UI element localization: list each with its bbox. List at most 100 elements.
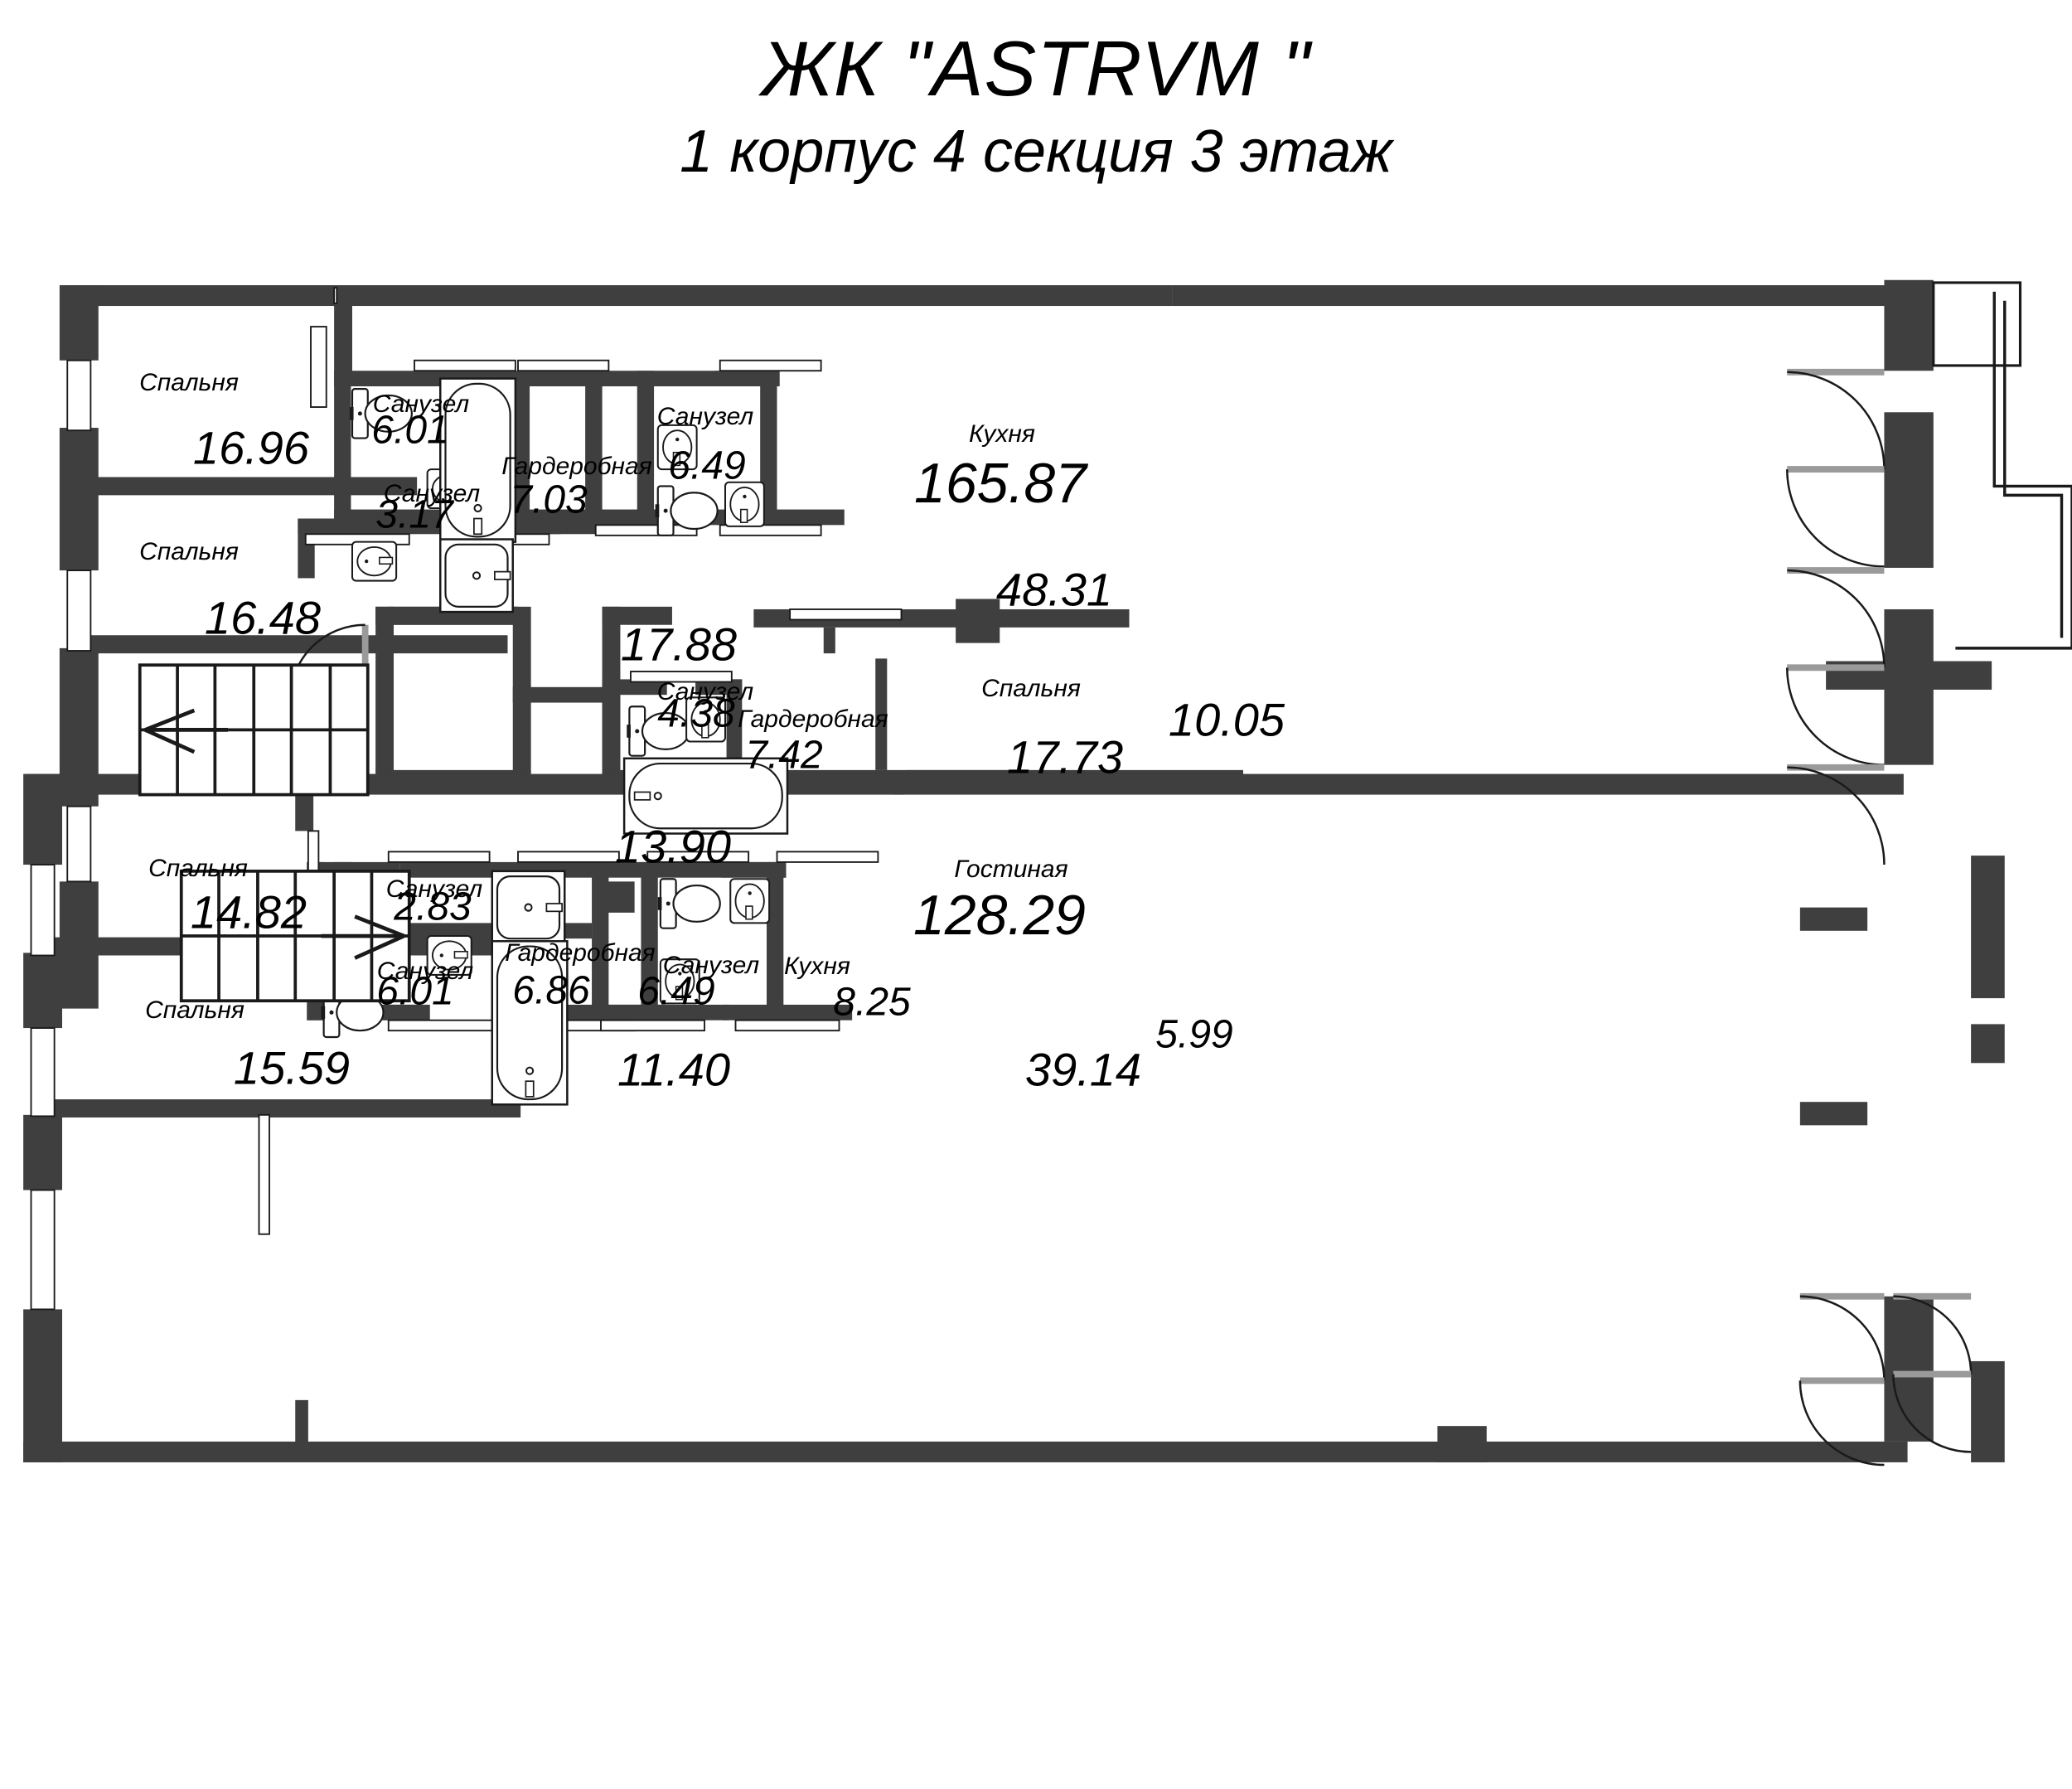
door-leaf-12: [600, 1019, 705, 1032]
wall-lower-bath-bot2: [722, 1004, 853, 1021]
wall-main-divider-2: [295, 773, 904, 795]
wall-bedroom-divider-2: [77, 635, 508, 654]
sink-icon: [659, 958, 700, 1005]
wall-exterior-left-g: [23, 1114, 62, 1190]
wall-stub-top: [334, 293, 352, 374]
wall-exterior-bottom-step: [1437, 1426, 1487, 1462]
stairs-group: [138, 663, 411, 1003]
door-leaf-2: [517, 359, 610, 372]
door-leaf-20: [789, 608, 903, 621]
toilet-icon: [626, 705, 690, 757]
door-leaf-15: [517, 851, 620, 863]
wall-col-bottom-right: [1971, 1360, 2005, 1462]
door-right-7: [1798, 1377, 1885, 1467]
door-leaf-16: [646, 851, 750, 863]
bathtub-icon: [491, 940, 569, 1106]
wall-col-right-d: [1884, 1296, 1934, 1442]
door-leaf-3: [719, 359, 822, 372]
wall-bath349-v1: [637, 371, 655, 526]
wall-bath438-header2: [695, 679, 743, 696]
door-right-5: [1787, 764, 1886, 865]
page-title: ЖК "ASTRVM ": [761, 25, 1311, 112]
wall-exterior-left-h: [23, 1309, 62, 1462]
wall-bedroom-divider-1: [77, 477, 418, 496]
wall-bath3-left: [585, 371, 603, 526]
wall-core-connector: [512, 686, 612, 703]
windows-group: [30, 281, 2072, 1311]
wall-bath1-left: [334, 371, 351, 526]
sink-icon: [685, 696, 727, 743]
wall-bath438-header: [620, 679, 667, 696]
wall-bath349-top2: [714, 371, 780, 387]
door-right-1: [1787, 368, 1886, 470]
door-leaf-8: [310, 326, 327, 408]
bathtub-icon: [622, 757, 789, 835]
wall-bath6-bot2: [383, 1004, 430, 1021]
sink-icon: [656, 424, 698, 471]
window-top-1: [333, 287, 338, 304]
balcony-outline-upper: [1932, 281, 2022, 367]
stairs-icon-upper: [138, 663, 370, 797]
wall-exterior-bottom: [23, 1441, 1461, 1462]
shower-icon: [438, 538, 515, 613]
sink-icon: [729, 878, 771, 924]
sink-icon: [724, 481, 765, 527]
wall-island-block: [956, 599, 1000, 643]
wall-main-divider-3: [893, 773, 1904, 795]
door-leaf-1: [414, 359, 516, 372]
toilet-icon: [654, 485, 719, 536]
door-leaf-19: [258, 1113, 270, 1235]
door-leaf-10: [387, 1019, 493, 1032]
dimension-ticks: [295, 1399, 308, 1445]
wall-island-stub: [823, 627, 835, 654]
window-left-5: [30, 1027, 56, 1118]
wall-exterior-left-f: [23, 953, 62, 1029]
door-leaf-17: [776, 851, 879, 863]
wall-mid-corridor-top2: [602, 606, 672, 625]
wall-lower-bath-v2: [767, 861, 784, 1021]
wall-core-left: [375, 606, 394, 773]
wall-bath438-right: [726, 679, 743, 776]
wall-exterior-left-e: [23, 773, 62, 865]
balcony-outline-right-b: [2003, 300, 2064, 638]
wall-col-right-b: [1884, 412, 1934, 568]
wall-col-right-e: [1799, 907, 1868, 931]
window-left-1: [66, 359, 92, 432]
wall-col-right-f: [1799, 1102, 1868, 1126]
wall-exterior-left-b: [59, 428, 99, 571]
wall-col-right-a: [1903, 311, 1938, 340]
dim-tick-1: [295, 1399, 308, 1445]
wall-lower-bath-top2: [721, 861, 787, 878]
door-leaf-9: [630, 671, 733, 683]
door-right-2: [1786, 466, 1885, 568]
wall-mid-bath438-top: [602, 679, 621, 776]
wall-wardrobe2-right: [875, 658, 888, 770]
door-right-8: [1893, 1292, 1973, 1374]
wall-lower-bath-bot1: [592, 1004, 729, 1021]
sink-icon: [426, 935, 472, 976]
window-left-4: [30, 864, 56, 957]
wall-bath1-top: [334, 371, 428, 387]
shower-icon: [491, 870, 566, 945]
door-right-9: [1892, 1370, 1972, 1453]
toilet-icon: [656, 878, 721, 929]
wall-stub-under-divider: [295, 794, 314, 831]
door-right-3: [1787, 567, 1886, 668]
window-left-6: [30, 1189, 56, 1311]
door-right-6: [1799, 1292, 1886, 1381]
bathtub-icon: [438, 377, 517, 543]
door-leaf-14: [387, 851, 491, 863]
toilet-icon: [348, 388, 413, 439]
window-left-2: [66, 570, 92, 652]
wall-col-balcony-a: [1971, 856, 2005, 999]
title-block: ЖК "ASTRVM " 1 корпус 4 секция 3 этаж: [0, 25, 2072, 192]
wall-exterior-bottom-2: [1460, 1441, 1908, 1462]
wall-col-balcony-b: [1971, 1024, 2005, 1064]
balcony-outline-right: [1955, 291, 2072, 650]
wall-bedroom-divider-4: [38, 1099, 521, 1118]
wall-exterior-top-right: [1172, 285, 1904, 307]
wall-bath1-right: [512, 371, 530, 526]
wall-bath2-left: [298, 518, 315, 579]
sink-icon: [351, 541, 398, 582]
